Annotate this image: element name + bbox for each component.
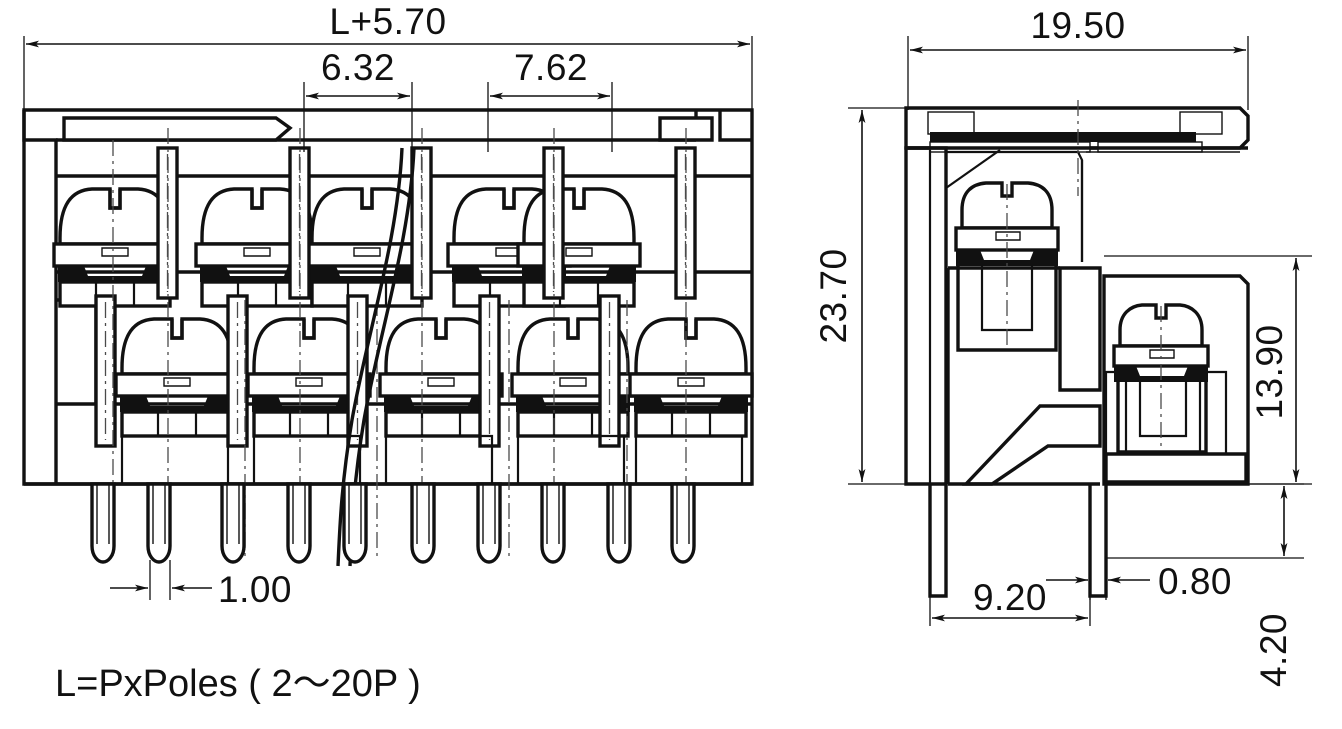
dim-lower-tier-height: 13.90 [1104,255,1312,485]
dim-pin-thickness-text: 1.00 [218,569,292,610]
dim-pitch-inner-text: 6.32 [321,47,395,88]
side-pin-right [1088,484,1108,598]
dim-body-depth-text: 19.50 [1030,5,1125,46]
pin-row [90,482,696,564]
side-section-view: 19.50 23.70 13.90 9.20 [813,5,1312,687]
side-upper-pocket-wall [946,266,1102,400]
dim-pin-length-below: 4.20 [1106,483,1304,687]
side-pin-left [928,484,948,598]
dim-pitch: 7.62 [487,47,613,152]
lower-body-pockets [120,434,744,484]
dim-pin-length-below-text: 4.20 [1253,613,1294,687]
pole-formula-note: L=PxPoles ( 2～20P ) [55,663,421,705]
dim-lower-tier-height-text: 13.90 [1249,324,1290,419]
front-view: L+5.70 6.32 7.62 1.00 L=PxPoles ( 2～20P … [22,1,754,705]
side-upper-cavity [944,149,1240,262]
dim-pitch-inner: 6.32 [303,47,413,152]
dim-pin-offset-text: 9.20 [973,577,1047,618]
lower-terminal-row [114,317,754,438]
side-left-wall [904,146,948,560]
dim-body-height-text: 23.70 [813,248,854,343]
dim-pitch-text: 7.62 [514,47,588,88]
dim-body-depth: 19.50 [907,5,1249,110]
dim-body-height: 23.70 [813,107,910,485]
dim-overall-length: L+5.70 [23,1,753,112]
side-upper-terminal [954,181,1060,352]
dim-pin-offset: 9.20 [929,546,1091,626]
side-top-cap [904,106,1250,153]
dim-pin-thickness: 1.00 [110,560,292,610]
side-lower-terminal [1112,303,1210,454]
side-diagonal-rib [946,400,1102,486]
dim-overall-length-text: L+5.70 [329,1,446,42]
dim-pin-width: 0.80 [1046,556,1232,602]
dim-pin-width-text: 0.80 [1158,561,1232,602]
